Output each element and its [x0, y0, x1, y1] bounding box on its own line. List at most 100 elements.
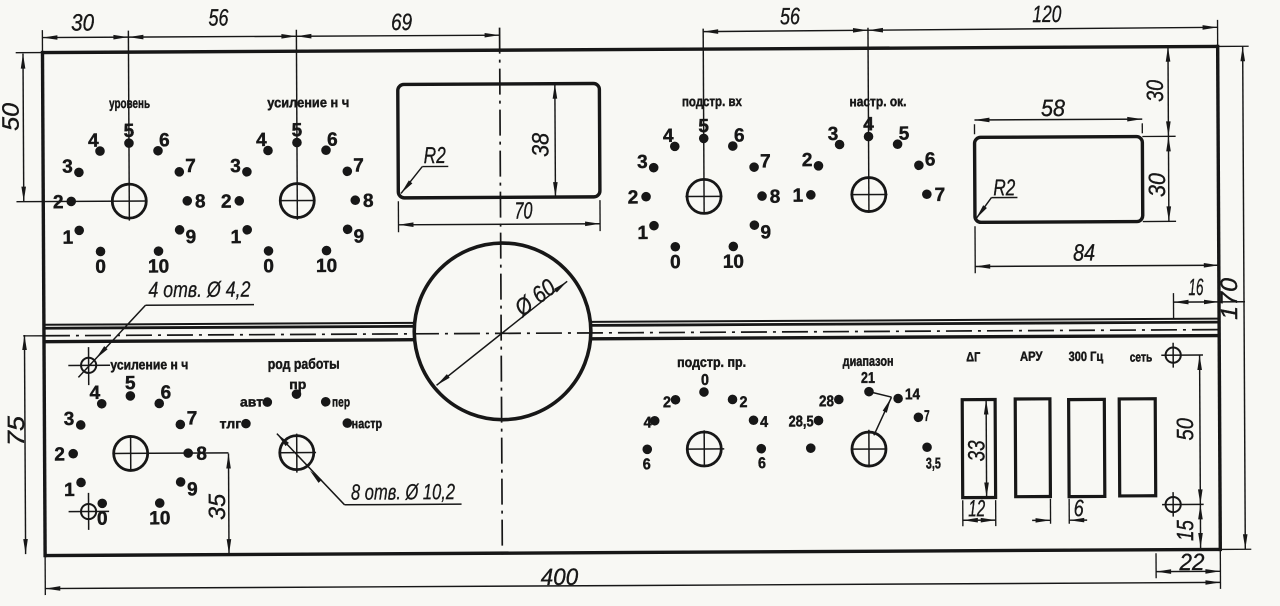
svg-text:5: 5	[125, 373, 136, 394]
svg-text:35: 35	[204, 493, 230, 520]
svg-text:2: 2	[663, 394, 671, 411]
svg-text:120: 120	[1032, 1, 1061, 27]
svg-text:усиление н ч: усиление н ч	[110, 356, 188, 372]
svg-text:22: 22	[1178, 549, 1204, 575]
svg-text:0: 0	[263, 256, 274, 277]
svg-text:6: 6	[643, 456, 651, 473]
svg-text:7: 7	[353, 155, 364, 176]
svg-text:0: 0	[670, 252, 681, 273]
svg-text:6: 6	[161, 383, 172, 404]
svg-text:подстр. пр.: подстр. пр.	[677, 354, 746, 370]
svg-text:7: 7	[924, 408, 930, 425]
svg-text:пер: пер	[332, 394, 350, 409]
svg-text:0: 0	[701, 372, 709, 389]
svg-text:6: 6	[327, 130, 338, 151]
svg-text:1: 1	[231, 227, 242, 248]
svg-text:R2: R2	[424, 142, 446, 168]
svg-text:сеть: сеть	[1130, 349, 1153, 364]
svg-text:усиление н ч: усиление н ч	[267, 94, 349, 110]
svg-text:33: 33	[963, 440, 989, 461]
svg-text:4: 4	[760, 414, 768, 431]
svg-text:30: 30	[1142, 80, 1168, 102]
svg-text:75: 75	[3, 415, 29, 446]
svg-text:84: 84	[1073, 239, 1095, 265]
svg-text:38: 38	[527, 133, 553, 157]
svg-text:10: 10	[316, 256, 337, 277]
svg-text:7: 7	[760, 151, 771, 172]
svg-text:300 Гц: 300 Гц	[1069, 349, 1104, 364]
svg-text:5: 5	[292, 120, 303, 141]
svg-text:3: 3	[64, 409, 75, 430]
svg-text:30: 30	[1144, 173, 1170, 197]
svg-text:30: 30	[71, 9, 94, 35]
svg-text:69: 69	[391, 9, 412, 35]
svg-text:15: 15	[1172, 519, 1198, 541]
svg-text:7: 7	[185, 156, 196, 177]
svg-text:1: 1	[637, 223, 648, 244]
svg-text:4: 4	[90, 383, 101, 404]
svg-text:8: 8	[195, 191, 206, 212]
svg-text:1: 1	[792, 186, 803, 207]
svg-text:4: 4	[644, 414, 652, 431]
svg-text:9: 9	[354, 226, 365, 247]
svg-text:21: 21	[861, 370, 875, 387]
svg-text:2: 2	[628, 187, 639, 208]
svg-text:6: 6	[159, 130, 170, 151]
svg-text:50: 50	[0, 103, 24, 131]
svg-text:70: 70	[514, 198, 532, 224]
svg-text:уровень: уровень	[109, 95, 150, 111]
svg-text:подстр. вх: подстр. вх	[682, 93, 742, 109]
svg-text:4: 4	[863, 114, 874, 135]
svg-text:9: 9	[187, 479, 198, 500]
svg-text:10: 10	[148, 256, 169, 277]
svg-text:50: 50	[1172, 418, 1198, 441]
svg-text:10: 10	[149, 508, 170, 529]
svg-text:6: 6	[734, 125, 745, 146]
svg-text:8: 8	[363, 191, 374, 212]
svg-text:2: 2	[802, 150, 813, 171]
svg-text:АРУ: АРУ	[1020, 349, 1043, 364]
svg-text:28: 28	[819, 393, 834, 410]
svg-text:настр: настр	[352, 416, 383, 431]
svg-text:8: 8	[196, 444, 207, 465]
svg-text:R2: R2	[993, 174, 1015, 200]
svg-text:2: 2	[221, 192, 232, 213]
svg-text:2: 2	[739, 394, 747, 411]
svg-text:400: 400	[541, 564, 579, 590]
svg-text:9: 9	[186, 227, 197, 248]
svg-text:2: 2	[53, 192, 64, 213]
svg-text:28,5: 28,5	[789, 413, 814, 430]
svg-text:5: 5	[698, 116, 709, 137]
svg-text:авт: авт	[240, 394, 263, 409]
svg-text:6: 6	[1074, 495, 1085, 521]
svg-text:тлг: тлг	[220, 416, 242, 431]
svg-text:56: 56	[780, 3, 801, 29]
svg-text:9: 9	[760, 222, 771, 243]
svg-text:3: 3	[230, 156, 241, 177]
svg-text:14: 14	[905, 386, 920, 403]
svg-text:5: 5	[899, 124, 910, 145]
svg-text:5: 5	[124, 121, 135, 142]
svg-text:56: 56	[208, 4, 229, 30]
svg-text:12: 12	[968, 495, 985, 521]
svg-text:род работы: род работы	[268, 357, 340, 373]
svg-text:3: 3	[637, 152, 648, 173]
svg-text:диапазон: диапазон	[843, 353, 894, 369]
svg-text:4: 4	[88, 131, 99, 152]
svg-text:1: 1	[63, 228, 74, 249]
svg-text:16: 16	[1188, 274, 1204, 300]
svg-text:6: 6	[758, 455, 766, 472]
svg-text:6: 6	[925, 149, 936, 170]
svg-text:0: 0	[95, 257, 106, 278]
svg-text:2: 2	[54, 444, 65, 465]
svg-text:настр. ок.: настр. ок.	[849, 93, 906, 109]
svg-text:ΔГ: ΔГ	[966, 349, 980, 364]
svg-text:4: 4	[663, 126, 674, 147]
svg-text:3: 3	[828, 124, 839, 145]
svg-text:10: 10	[723, 252, 744, 273]
svg-text:7: 7	[187, 408, 198, 429]
svg-text:1: 1	[64, 480, 75, 501]
svg-text:3,5: 3,5	[926, 455, 941, 472]
svg-text:170: 170	[1216, 278, 1242, 320]
svg-text:пр: пр	[289, 377, 306, 392]
